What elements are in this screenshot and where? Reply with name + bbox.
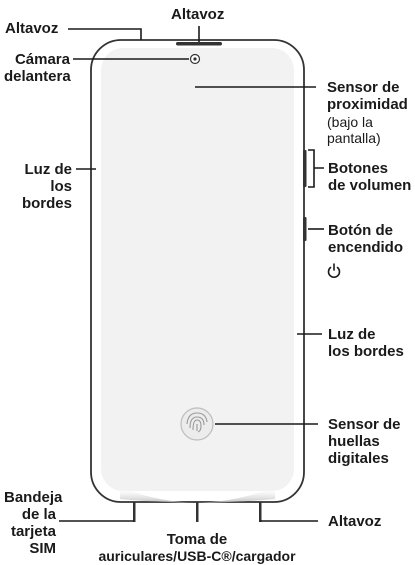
label-speaker-top: Altavoz: [171, 6, 225, 23]
label-sim-line2: de la: [21, 506, 56, 523]
phone-bottom-shadow: [120, 487, 275, 503]
sim-tray-port: [133, 502, 136, 522]
label-proximity-line3: (bajo la: [327, 114, 373, 130]
label-power-line2: encendido: [328, 239, 404, 256]
label-port-line1: Toma de: [166, 531, 228, 548]
label-edge-light-right-line2: los bordes: [328, 343, 404, 360]
label-fingerprint-sensor: Sensor de huellas digitales: [328, 416, 401, 467]
label-power-button: Botón de encendido: [328, 222, 403, 256]
usb-port: [196, 502, 199, 522]
camera-lens-icon: [189, 53, 201, 65]
label-volume-line2: de volumen: [328, 177, 412, 194]
callout-line-speaker-left: [68, 28, 142, 40]
label-edge-light-right-line1: Luz de: [328, 326, 376, 343]
power-button: [303, 217, 307, 241]
label-port-line2: auriculares/USB-C®/cargador: [98, 548, 296, 564]
label-sim-line3: tarjeta: [10, 523, 56, 540]
label-volume-line1: Botones: [328, 160, 388, 177]
label-sim-line4: SIM: [29, 540, 56, 557]
label-volume-buttons: Botones de volumen: [328, 160, 411, 194]
label-fingerprint-line3: digitales: [328, 450, 389, 467]
volume-buttons: [303, 150, 307, 187]
label-edge-light-left-line1: Luz de: [24, 161, 73, 178]
label-speaker-top-left: Altavoz: [5, 20, 59, 37]
bottom-speaker-port: [259, 502, 262, 522]
label-proximity-line2: proximidad: [327, 96, 408, 113]
earpiece-slot: [176, 42, 222, 46]
label-proximity-note: (bajo la pantalla): [327, 114, 381, 146]
label-headphone-usb-port: Toma de auriculares/USB-C®/cargador: [80, 531, 314, 565]
label-speaker-bottom: Altavoz: [328, 513, 382, 530]
label-edge-light-left-line2: los: [50, 178, 72, 195]
fingerprint-icon: [180, 407, 214, 441]
power-icon: [327, 263, 341, 279]
label-front-camera: Cámara delantera: [4, 51, 71, 85]
label-proximity-line1: Sensor de: [327, 79, 400, 96]
label-front-camera-line2: delantera: [4, 68, 71, 85]
label-sim-line1: Bandeja: [4, 489, 63, 506]
label-fingerprint-line2: huellas: [328, 433, 380, 450]
label-power-line1: Botón de: [328, 222, 393, 239]
phone-screen: [101, 48, 294, 491]
label-edge-light-left: Luz de los bordes: [4, 161, 72, 212]
label-sim-tray: Bandeja de la tarjeta SIM: [4, 489, 63, 557]
label-proximity-sensor: Sensor de proximidad: [327, 79, 408, 113]
label-proximity-line4: pantalla): [327, 130, 381, 146]
label-fingerprint-line1: Sensor de: [328, 416, 401, 433]
callout-line-volume: [308, 149, 324, 188]
label-edge-light-right: Luz de los bordes: [328, 326, 404, 360]
label-front-camera-line1: Cámara: [14, 51, 70, 68]
label-edge-light-left-line3: bordes: [21, 195, 72, 212]
